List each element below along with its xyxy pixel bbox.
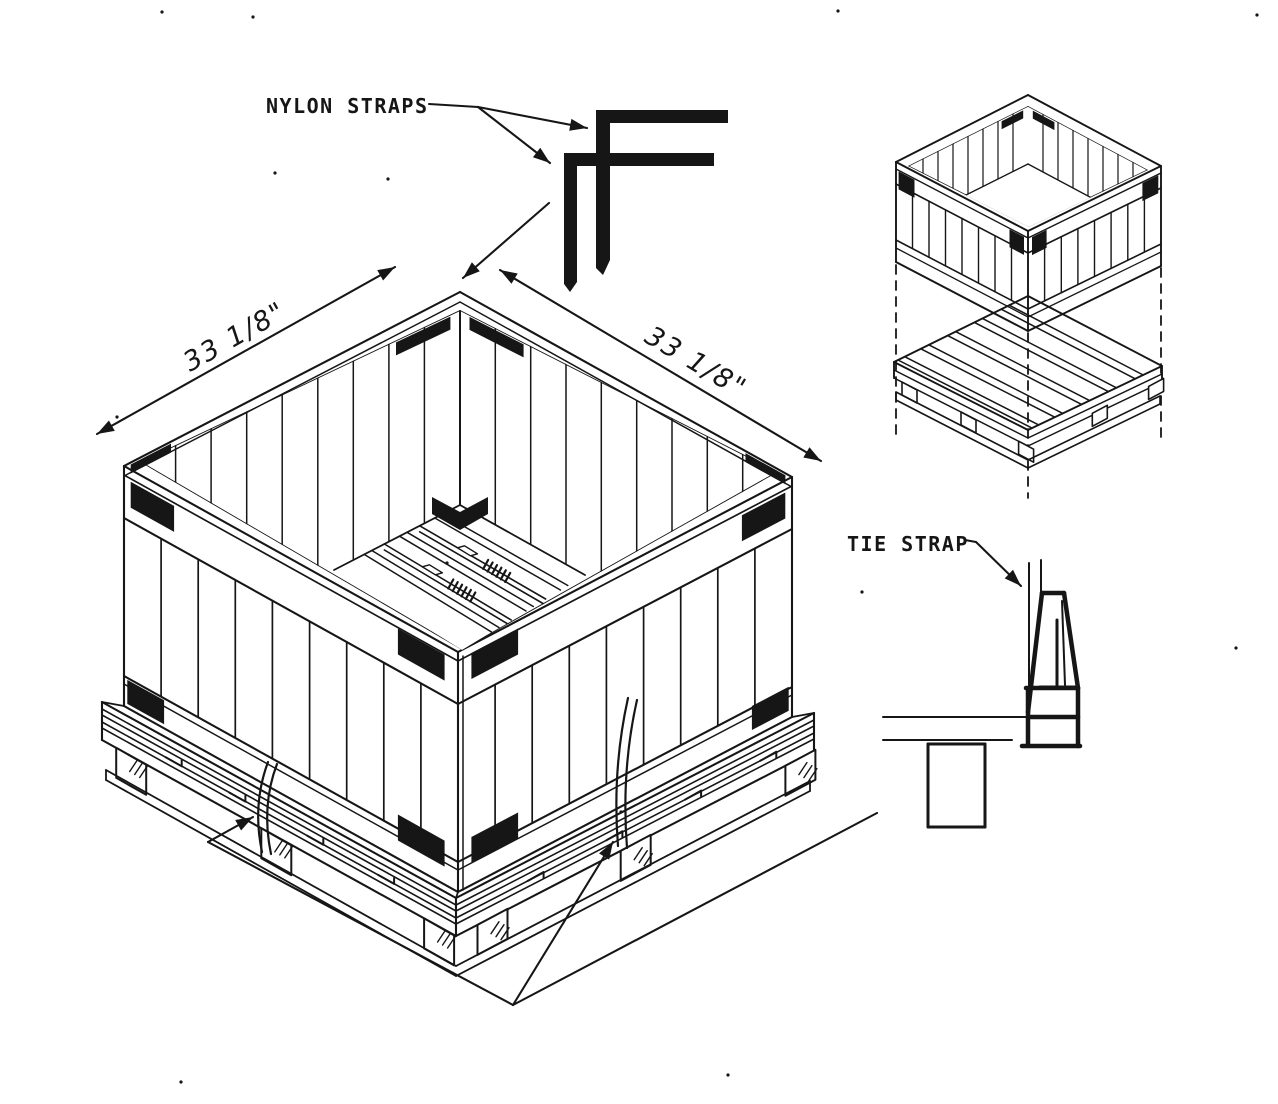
dimension-lines	[95, 265, 823, 463]
nylon-straps-label: NYLON STRAPS	[266, 94, 429, 118]
nylon-strap-corner-detail	[564, 110, 728, 292]
tie-strap-label: TIE STRAP	[847, 532, 969, 556]
dimension-left-edge: 33 1/8"	[178, 296, 292, 378]
scan-specks	[115, 9, 1259, 1084]
leader-arrows	[206, 103, 1023, 1007]
tie-strap-detail-view	[882, 559, 1083, 829]
exploded-assembly-view	[893, 94, 1165, 499]
